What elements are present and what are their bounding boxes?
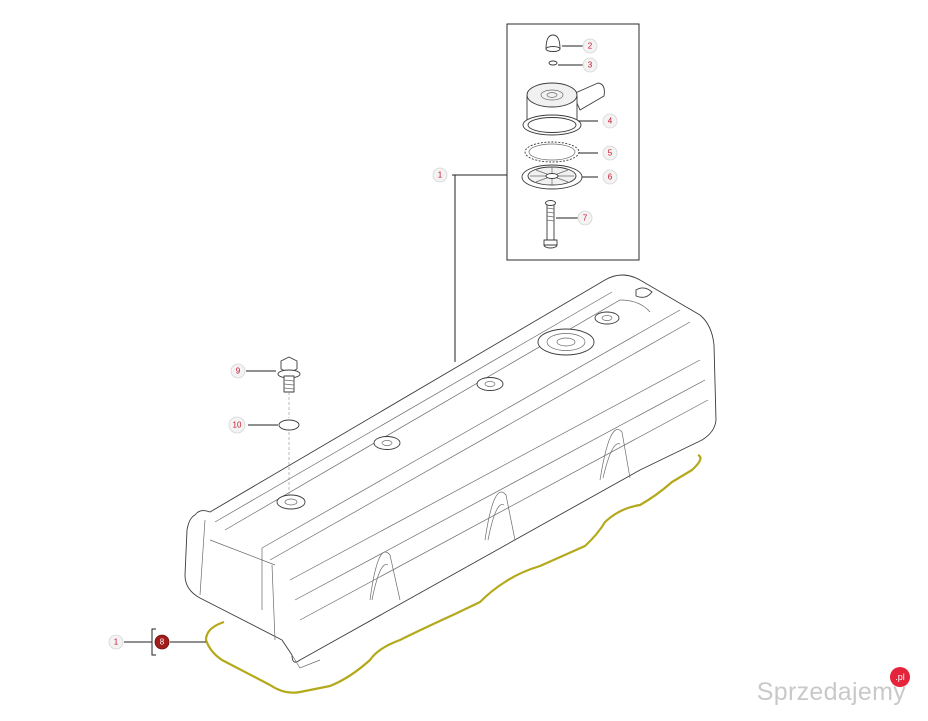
callout-7: 7 <box>577 210 593 226</box>
spring-ring-part <box>524 141 580 163</box>
cap-part <box>545 34 561 52</box>
o-ring-part <box>278 419 300 431</box>
svg-text:1: 1 <box>438 171 443 180</box>
watermark-badge: .pl <box>890 667 910 687</box>
flange-bolt-part <box>277 356 301 393</box>
callout-3: 3 <box>582 57 598 73</box>
svg-text:2: 2 <box>588 42 593 51</box>
bolt-boss-2 <box>373 436 401 450</box>
bolt-boss-4 <box>594 311 620 325</box>
callout-6: 6 <box>602 169 618 185</box>
gasket-part <box>204 453 702 694</box>
svg-text:3: 3 <box>588 61 593 70</box>
callout-1-bottom: 1 <box>108 634 124 650</box>
svg-text:9: 9 <box>236 367 241 376</box>
callout-1-top: 1 <box>432 167 507 362</box>
callout-10: 10 <box>228 416 246 434</box>
breather-inset <box>506 23 640 261</box>
diaphragm-part <box>521 164 583 190</box>
breather-port <box>537 328 595 356</box>
svg-text:4: 4 <box>608 117 613 126</box>
valve-cover-part <box>184 274 717 669</box>
svg-text:7: 7 <box>583 214 588 223</box>
callout-9: 9 <box>230 363 246 379</box>
callout-8-highlighted: 8 <box>154 634 170 650</box>
svg-text:8: 8 <box>160 638 165 647</box>
svg-text:5: 5 <box>608 149 613 158</box>
bolt-boss-3 <box>476 377 504 391</box>
svg-text:1: 1 <box>114 638 119 647</box>
svg-text:6: 6 <box>608 173 613 182</box>
callout-2: 2 <box>582 38 598 54</box>
long-bolt-part <box>543 200 558 249</box>
washer-part <box>548 60 558 66</box>
callout-5: 5 <box>602 145 618 161</box>
bolt-boss-1 <box>276 494 306 510</box>
svg-text:10: 10 <box>233 421 242 430</box>
watermark-text: Sprzedajemy <box>756 678 906 706</box>
breather-housing-part <box>522 82 605 136</box>
callout-4: 4 <box>602 113 618 129</box>
